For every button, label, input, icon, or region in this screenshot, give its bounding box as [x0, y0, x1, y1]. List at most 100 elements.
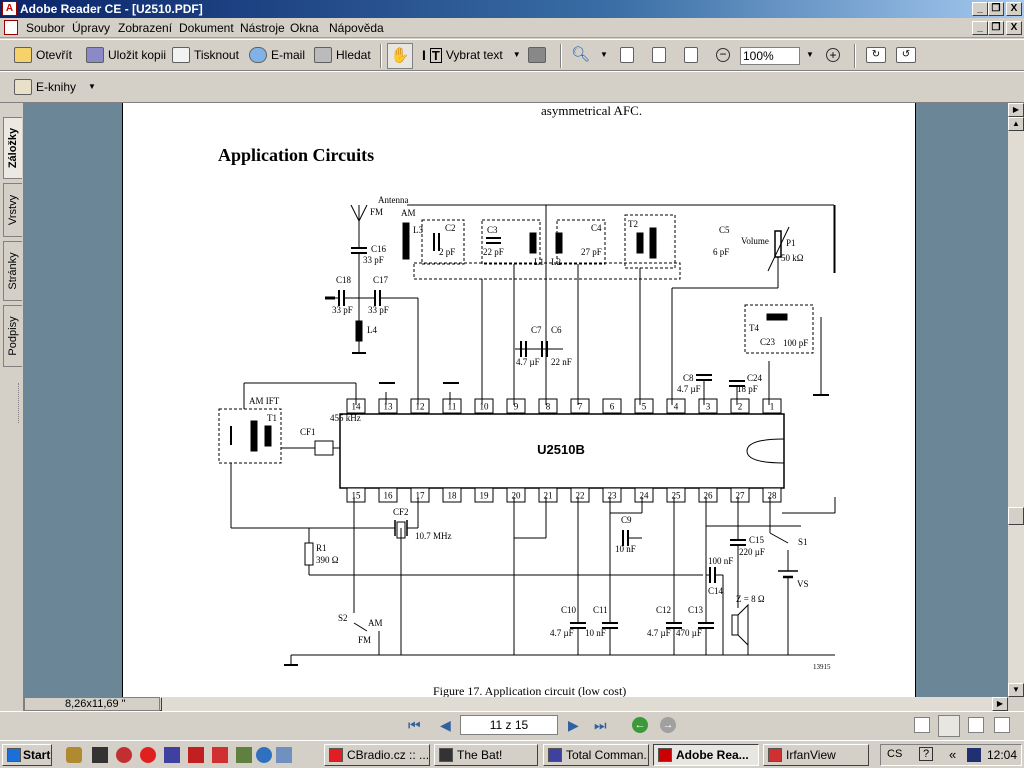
svg-text:470 µF: 470 µF [676, 628, 702, 638]
ic-pin-label: 3 [706, 402, 711, 412]
menu-upravy[interactable]: Úpravy [72, 21, 111, 35]
rotate-ccw-button[interactable]: ↺ [896, 43, 916, 67]
hand-tool-button[interactable]: ✋ [387, 43, 413, 69]
quicklaunch-icon[interactable] [188, 747, 204, 763]
page-number-input[interactable]: 11 z 15 [460, 715, 558, 735]
facing-pages-icon[interactable] [968, 717, 984, 733]
previous-page-icon[interactable]: ◀ [440, 717, 451, 733]
doc-close-button[interactable]: X [1006, 21, 1022, 35]
scroll-thumb[interactable] [1008, 507, 1024, 525]
language-indicator[interactable]: CS [887, 748, 903, 760]
svg-text:33 pF: 33 pF [368, 305, 389, 315]
chevron-down-icon[interactable]: ▼ [88, 82, 96, 91]
start-button[interactable]: Start [2, 744, 52, 766]
quicklaunch-icon[interactable] [212, 747, 228, 763]
task-irfanview[interactable]: IrfanView [763, 744, 869, 766]
network-icon[interactable] [967, 748, 981, 762]
svg-text:10.7 MHz: 10.7 MHz [415, 531, 452, 541]
chevron-down-icon[interactable]: ▼ [600, 50, 608, 59]
ic-pin-box [346, 487, 366, 503]
ebooks-button[interactable]: E-knihy▼ [14, 75, 96, 99]
rotate-cw-button[interactable]: ↻ [866, 43, 886, 67]
quicklaunch-icon[interactable] [236, 747, 252, 763]
doc-restore-button[interactable]: ❐ [988, 21, 1004, 35]
tab-stranky[interactable]: Stránky [3, 241, 22, 301]
antenna-label: Antenna [378, 195, 409, 205]
zoom-tool-button[interactable]: 🔍︎▼ [571, 43, 608, 67]
opera-icon[interactable] [140, 747, 156, 763]
split-arrow-icon[interactable]: ▶ [1008, 103, 1024, 117]
document-view[interactable]: asymmetrical AFC. Application Circuits U… [24, 103, 1008, 697]
tray-expand-icon[interactable]: « [949, 747, 957, 762]
ic-pin-box [602, 398, 622, 414]
search-button[interactable]: Hledat [314, 43, 371, 67]
menu-dokument[interactable]: Dokument [179, 21, 234, 35]
tab-zalozky[interactable]: Záložky [3, 117, 22, 179]
menu-okna[interactable]: Okna [290, 21, 319, 35]
rotate-clockwise-icon: ↻ [866, 47, 886, 63]
menu-zobrazeni[interactable]: Zobrazení [118, 21, 173, 35]
menu-napoveda[interactable]: Nápověda [329, 21, 384, 35]
svg-text:33 pF: 33 pF [332, 305, 353, 315]
ic-pin-label: 2 [738, 402, 743, 412]
go-forward-icon[interactable]: → [660, 717, 676, 733]
ic-pin-label: 9 [514, 402, 519, 412]
continuous-facing-icon[interactable] [994, 717, 1010, 733]
task-total-commander[interactable]: Total Comman... [543, 744, 649, 766]
actual-size-button[interactable] [620, 43, 634, 67]
tab-podpisy[interactable]: Podpisy [3, 305, 22, 367]
menu-soubor[interactable]: Soubor [26, 21, 65, 35]
svg-text:VS: VS [797, 579, 809, 589]
scroll-up-button[interactable]: ▲ [1008, 117, 1024, 131]
page-fit-icon [652, 47, 666, 63]
go-back-icon[interactable]: ← [632, 717, 648, 733]
quicklaunch-icon[interactable] [164, 747, 180, 763]
help-icon[interactable]: ? [919, 747, 934, 761]
task-cbradio[interactable]: CBradio.cz :: ... [324, 744, 430, 766]
task-adobe-reader[interactable]: Adobe Rea... [653, 744, 759, 766]
restore-button[interactable]: ❐ [988, 2, 1004, 16]
zoom-input[interactable]: 100% [740, 47, 800, 65]
quicklaunch-icon[interactable] [276, 747, 292, 763]
quicklaunch-icon[interactable] [92, 747, 108, 763]
last-page-icon[interactable]: ⏭ [594, 717, 607, 733]
task-the-bat[interactable]: The Bat! [434, 744, 538, 766]
page-size-readout: 8,26x11,69 " [24, 697, 160, 711]
vertical-scrollbar[interactable]: ▶ ▲ ▼ [1008, 103, 1024, 697]
single-page-icon[interactable] [914, 717, 930, 733]
hand-icon: ✋ [390, 47, 410, 64]
continuous-page-icon[interactable] [938, 715, 960, 737]
quicklaunch-icon[interactable] [256, 747, 272, 763]
close-button[interactable]: X [1006, 2, 1022, 16]
fit-width-button[interactable] [684, 43, 698, 67]
snapshot-button[interactable] [528, 43, 546, 67]
clock[interactable]: 12:04 [987, 748, 1018, 762]
document-icon[interactable] [4, 20, 18, 35]
chevron-down-icon[interactable]: ▼ [512, 50, 521, 59]
scroll-down-button[interactable]: ▼ [1008, 683, 1024, 697]
next-page-icon[interactable]: ▶ [568, 717, 579, 733]
minimize-button[interactable]: _ [972, 2, 988, 16]
save-copy-button[interactable]: Uložit kopii [86, 43, 166, 67]
ic-pin-label: 7 [578, 402, 583, 412]
scroll-right-button[interactable]: ▶ [992, 697, 1008, 711]
first-page-icon[interactable]: ⏮ [408, 717, 421, 733]
zoom-dropdown[interactable]: ▼ [806, 43, 814, 67]
fit-page-button[interactable] [652, 43, 666, 67]
print-button[interactable]: Tisknout [172, 43, 239, 67]
svg-text:AM: AM [401, 208, 416, 218]
zoom-out-button[interactable]: − [716, 43, 730, 67]
quicklaunch-icon[interactable] [66, 747, 82, 763]
horizontal-scrollbar[interactable]: ◀ ▶ [24, 697, 1008, 711]
text-cursor-icon: I [422, 47, 426, 63]
panel-splitter[interactable] [18, 383, 22, 423]
menu-nastroje[interactable]: Nástroje [240, 21, 285, 35]
svg-text:T1: T1 [267, 413, 277, 423]
zoom-in-button[interactable]: + [826, 43, 840, 67]
tab-vrstvy[interactable]: Vrstvy [3, 183, 22, 237]
email-button[interactable]: E-mail [249, 43, 305, 67]
open-button[interactable]: Otevřít [14, 43, 72, 67]
quicklaunch-icon[interactable] [116, 747, 132, 763]
doc-minimize-button[interactable]: _ [972, 21, 988, 35]
